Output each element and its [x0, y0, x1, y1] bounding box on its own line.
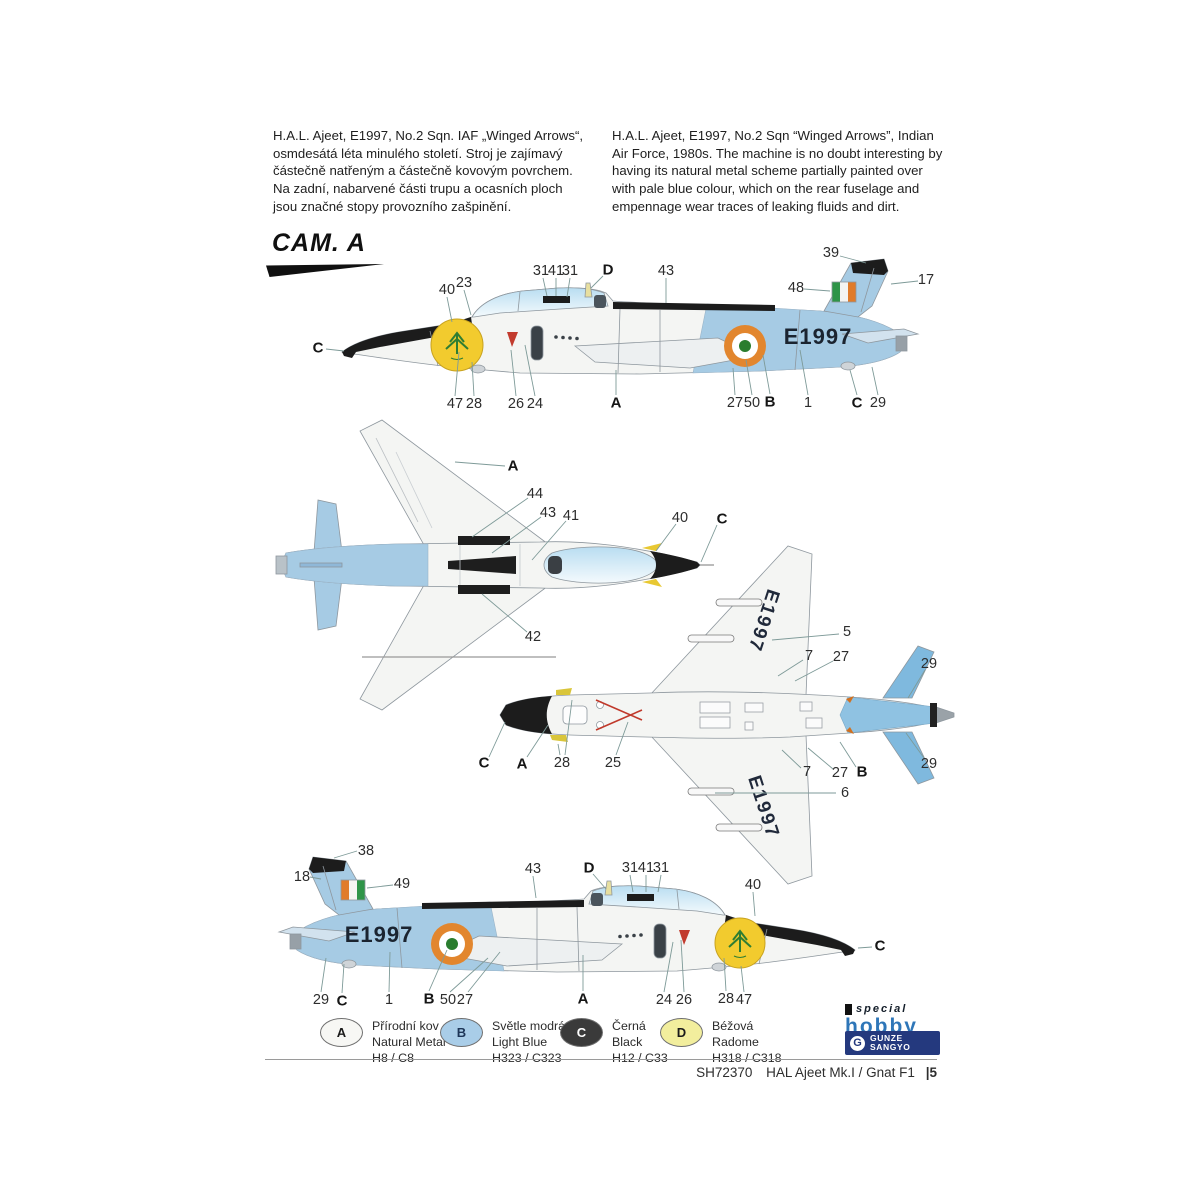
- side-profile-starboard-markings: E1997: [430, 318, 853, 372]
- side-profile-port: [278, 856, 856, 973]
- legend-name-en: Black: [612, 1035, 643, 1050]
- kit-number: SH72370: [696, 1065, 753, 1080]
- legend-codes: H12 / C33: [612, 1051, 668, 1066]
- winged-arrows-glyph: [728, 929, 752, 958]
- color-swatch-c: C: [560, 1018, 603, 1047]
- color-swatch-d: D: [660, 1018, 703, 1047]
- footer: SH72370 HAL Ajeet Mk.I / Gnat F1 |5: [265, 1065, 937, 1080]
- intake-warning-triangle: [679, 930, 690, 945]
- wing-stores: [687, 598, 763, 832]
- intro-paragraph-english: H.A.L. Ajeet, E1997, No.2 Sqn “Winged Ar…: [612, 128, 943, 214]
- legend-name-en: Radome: [712, 1035, 759, 1050]
- legend-item-a: A Přírodní kov Natural Metal H8 / C8: [320, 1018, 446, 1066]
- fuselage-roundel: [724, 325, 766, 367]
- bottom-plan-view: E1997 E1997: [499, 545, 955, 885]
- page-number: |5: [925, 1065, 937, 1080]
- top-plan-view: [275, 419, 714, 711]
- legend-codes: H318 / C318: [712, 1051, 782, 1066]
- intro-paragraph-czech: H.A.L. Ajeet, E1997, No.2 Sqn. IAF „Wing…: [273, 128, 584, 214]
- legend-name-cs: Světle modrá: [492, 1019, 566, 1033]
- legend-name-cs: Béžová: [712, 1019, 754, 1033]
- special-hobby-logo-top: special: [845, 1004, 907, 1015]
- gunze-g-icon: G: [850, 1035, 865, 1051]
- gunze-logo-line1: GUNZE: [870, 1032, 903, 1043]
- legend-item-c: C Černá Black H12 / C33: [560, 1018, 668, 1066]
- legend-name-en: Light Blue: [492, 1035, 548, 1050]
- footer-divider: [265, 1059, 937, 1060]
- legend-name-cs: Černá: [612, 1019, 646, 1033]
- scheme-label: CAM. A: [272, 229, 366, 257]
- legend-codes: H8 / C8: [372, 1051, 415, 1066]
- serial-side2: E1997: [345, 922, 414, 947]
- legend-item-d: D Béžová Radome H318 / C318: [660, 1018, 782, 1066]
- legend-codes: H323 / C323: [492, 1051, 562, 1066]
- legend-name-en: Natural Metal: [372, 1035, 446, 1050]
- gunze-sangyo-logo: G GUNZE SANGYO: [845, 1031, 940, 1055]
- fuselage-roundel: [431, 923, 473, 965]
- gunze-logo-line2: SANGYO: [870, 1042, 911, 1052]
- kit-title: HAL Ajeet Mk.I / Gnat F1: [766, 1065, 915, 1080]
- legend-item-b: B Světle modrá Light Blue H323 / C323: [440, 1018, 565, 1066]
- intake-warning-triangle: [507, 332, 518, 347]
- legend-name-cs: Přírodní kov: [372, 1019, 439, 1033]
- serial-side1: E1997: [784, 324, 853, 349]
- color-swatch-b: B: [440, 1018, 483, 1047]
- color-swatch-a: A: [320, 1018, 363, 1047]
